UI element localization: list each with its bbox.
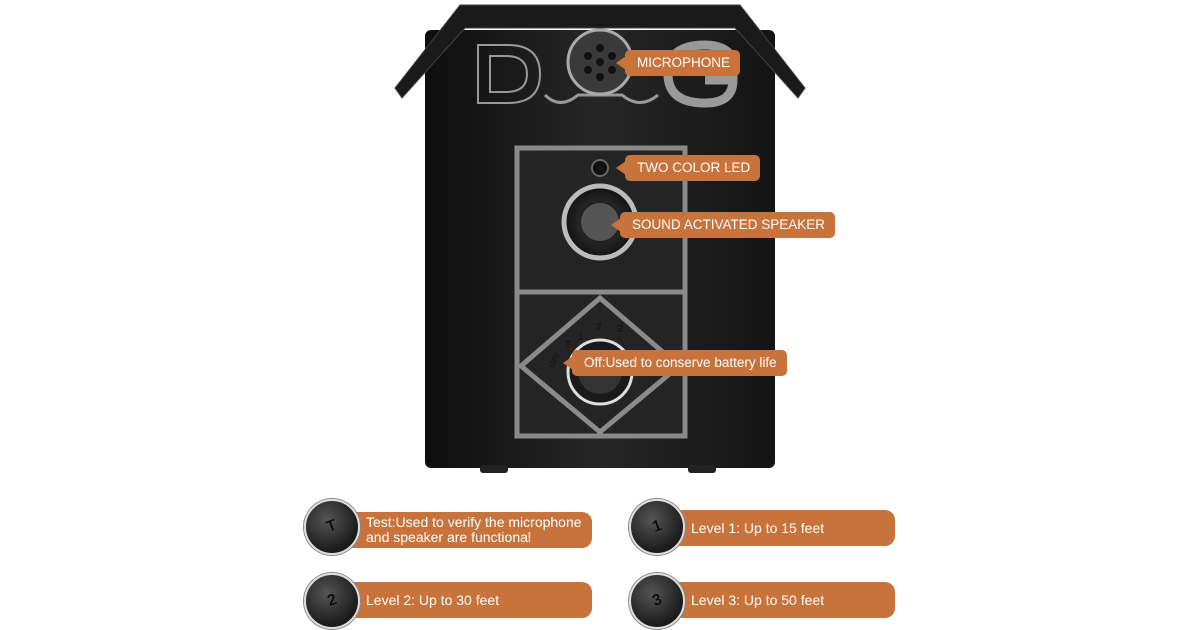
device-roof	[394, 4, 806, 99]
mode-badge-test: T	[304, 499, 360, 555]
badge-symbol: T	[324, 516, 340, 537]
mode-level-2: Level 2: Up to 30 feet	[340, 582, 592, 618]
mode-line1: Test:Used to verify the microphone	[366, 514, 582, 530]
knob-scale-t: T	[565, 340, 571, 351]
mode-line2: and speaker are functional	[366, 529, 531, 545]
mode-line1: Level 2: Up to 30 feet	[366, 591, 500, 608]
dial-diamond	[517, 294, 683, 436]
mode-badge-2: 2	[304, 573, 360, 629]
bark-control-device: OFF T 1 2 3	[394, 4, 806, 473]
callout-speaker: SOUND ACTIVATED SPEAKER	[610, 212, 836, 238]
callout-led: TWO COLOR LED	[615, 155, 761, 181]
foot-right	[688, 465, 716, 473]
mode-level-3: Level 3: Up to 50 feet	[665, 582, 895, 618]
mode-line1: Level 1: Up to 15 feet	[691, 519, 825, 536]
mode-level-1: Level 1: Up to 15 feet	[665, 510, 895, 546]
badge-symbol: 1	[649, 517, 664, 537]
foot-left	[480, 465, 508, 473]
mode-line1: Level 3: Up to 50 feet	[691, 591, 825, 608]
led	[591, 159, 609, 177]
logo-d	[477, 44, 542, 104]
badge-symbol: 2	[324, 591, 339, 611]
microphone-holes	[584, 44, 616, 81]
callout-off: Off:Used to conserve battery life	[563, 350, 787, 376]
knob-scale-2: 2	[596, 322, 602, 333]
badge-symbol: 3	[649, 591, 664, 611]
callout-microphone: MICROPHONE	[615, 50, 741, 76]
knob-scale-1: 1	[578, 332, 584, 343]
mode-badge-1: 1	[629, 499, 685, 555]
mode-badge-3: 3	[629, 573, 685, 629]
knob-scale-3: 3	[617, 324, 623, 335]
